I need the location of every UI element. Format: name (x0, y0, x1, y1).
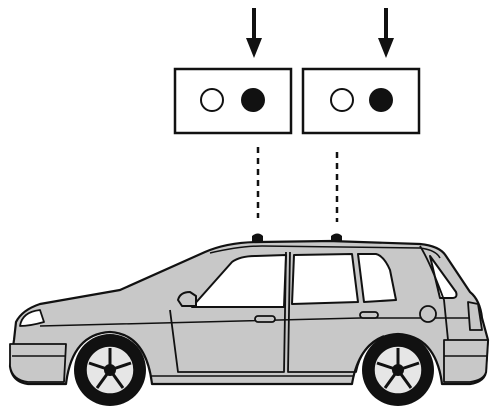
rear-hatch-window (429, 255, 458, 299)
rear-wheel (362, 334, 434, 406)
rear-quarter-window (357, 253, 397, 303)
indicator-light-on-rear (369, 88, 393, 112)
rear-hatch-seam (419, 245, 449, 341)
taillight (467, 301, 483, 331)
car (8, 233, 490, 406)
headlight (19, 309, 45, 327)
front-door-window (191, 254, 287, 308)
indicator-box-front (173, 67, 293, 135)
indicator-light-on-front (241, 88, 265, 112)
roof-line (209, 245, 441, 259)
rear-door-window (291, 253, 359, 305)
front-door-handle (254, 315, 276, 323)
indicator-panel-front (173, 8, 293, 218)
front-bumper (9, 343, 67, 383)
side-mirror (177, 291, 197, 307)
rear-door-handle (359, 311, 379, 319)
rear-bumper (443, 339, 489, 383)
down-arrow-head-front (246, 38, 262, 58)
fuel-cap (419, 305, 437, 323)
down-arrow-head-rear (378, 38, 394, 58)
indicator-light-off-front (200, 88, 224, 112)
indicator-panel-rear (301, 8, 421, 222)
indicator-box-rear (301, 67, 421, 135)
rear-door-seam (287, 251, 385, 373)
front-door-seam (169, 251, 287, 373)
front-wheel (74, 334, 146, 406)
indicator-light-off-rear (330, 88, 354, 112)
